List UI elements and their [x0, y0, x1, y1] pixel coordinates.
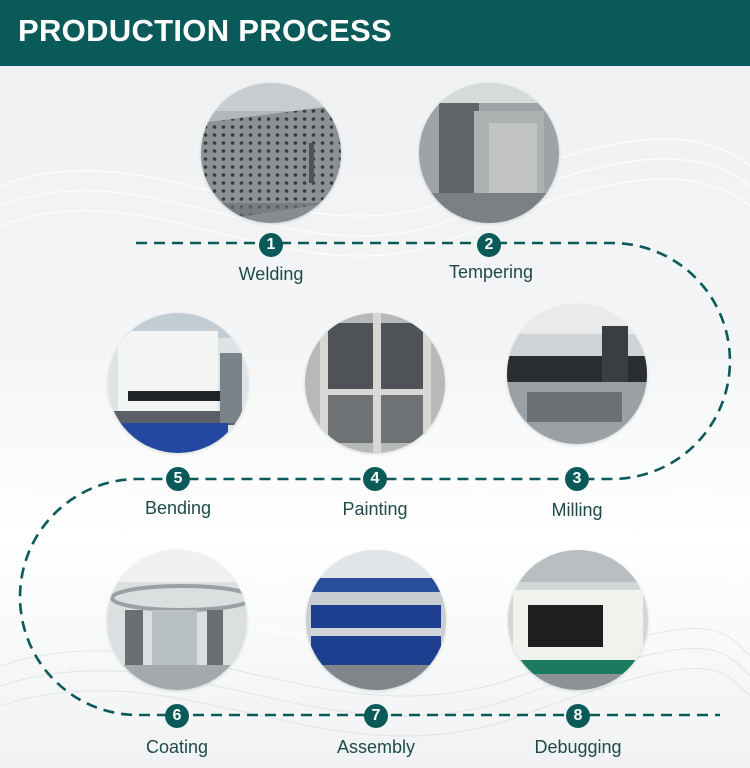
- step-8-number-badge: 8: [566, 704, 590, 728]
- gantry-milling-machine-image: [507, 304, 647, 444]
- step-1-photo: [201, 83, 341, 223]
- step-8-photo: [508, 550, 648, 690]
- step-7-label: Assembly: [296, 737, 456, 758]
- step-6-number-badge: 6: [165, 704, 189, 728]
- metal-panel-oven-image: [419, 83, 559, 223]
- perforated-welding-table-image: [201, 83, 341, 223]
- assembly-workshop-image: [306, 550, 446, 690]
- step-2-label: Tempering: [411, 262, 571, 283]
- step-4-label: Painting: [295, 499, 455, 520]
- step-7-number-badge: 7: [364, 704, 388, 728]
- step-7-photo: [306, 550, 446, 690]
- step-2-photo: [419, 83, 559, 223]
- press-brake-machine-image: [108, 313, 248, 453]
- step-1-label: Welding: [191, 264, 351, 285]
- step-8-label: Debugging: [498, 737, 658, 758]
- step-6-label: Coating: [97, 737, 257, 758]
- step-5-photo: [108, 313, 248, 453]
- step-4-photo: [305, 313, 445, 453]
- step-6-photo: [107, 550, 247, 690]
- powder-coating-line-image: [107, 550, 247, 690]
- page-title: PRODUCTION PROCESS: [18, 13, 392, 49]
- painted-frame-panels-image: [305, 313, 445, 453]
- finished-laser-machine-image: [508, 550, 648, 690]
- step-3-photo: [507, 304, 647, 444]
- step-1-number-badge: 1: [259, 233, 283, 257]
- step-4-number-badge: 4: [363, 467, 387, 491]
- step-5-label: Bending: [98, 498, 258, 519]
- step-3-number-badge: 3: [565, 467, 589, 491]
- header-banner: PRODUCTION PROCESS: [0, 0, 750, 66]
- step-3-label: Milling: [497, 500, 657, 521]
- step-2-number-badge: 2: [477, 233, 501, 257]
- step-5-number-badge: 5: [166, 467, 190, 491]
